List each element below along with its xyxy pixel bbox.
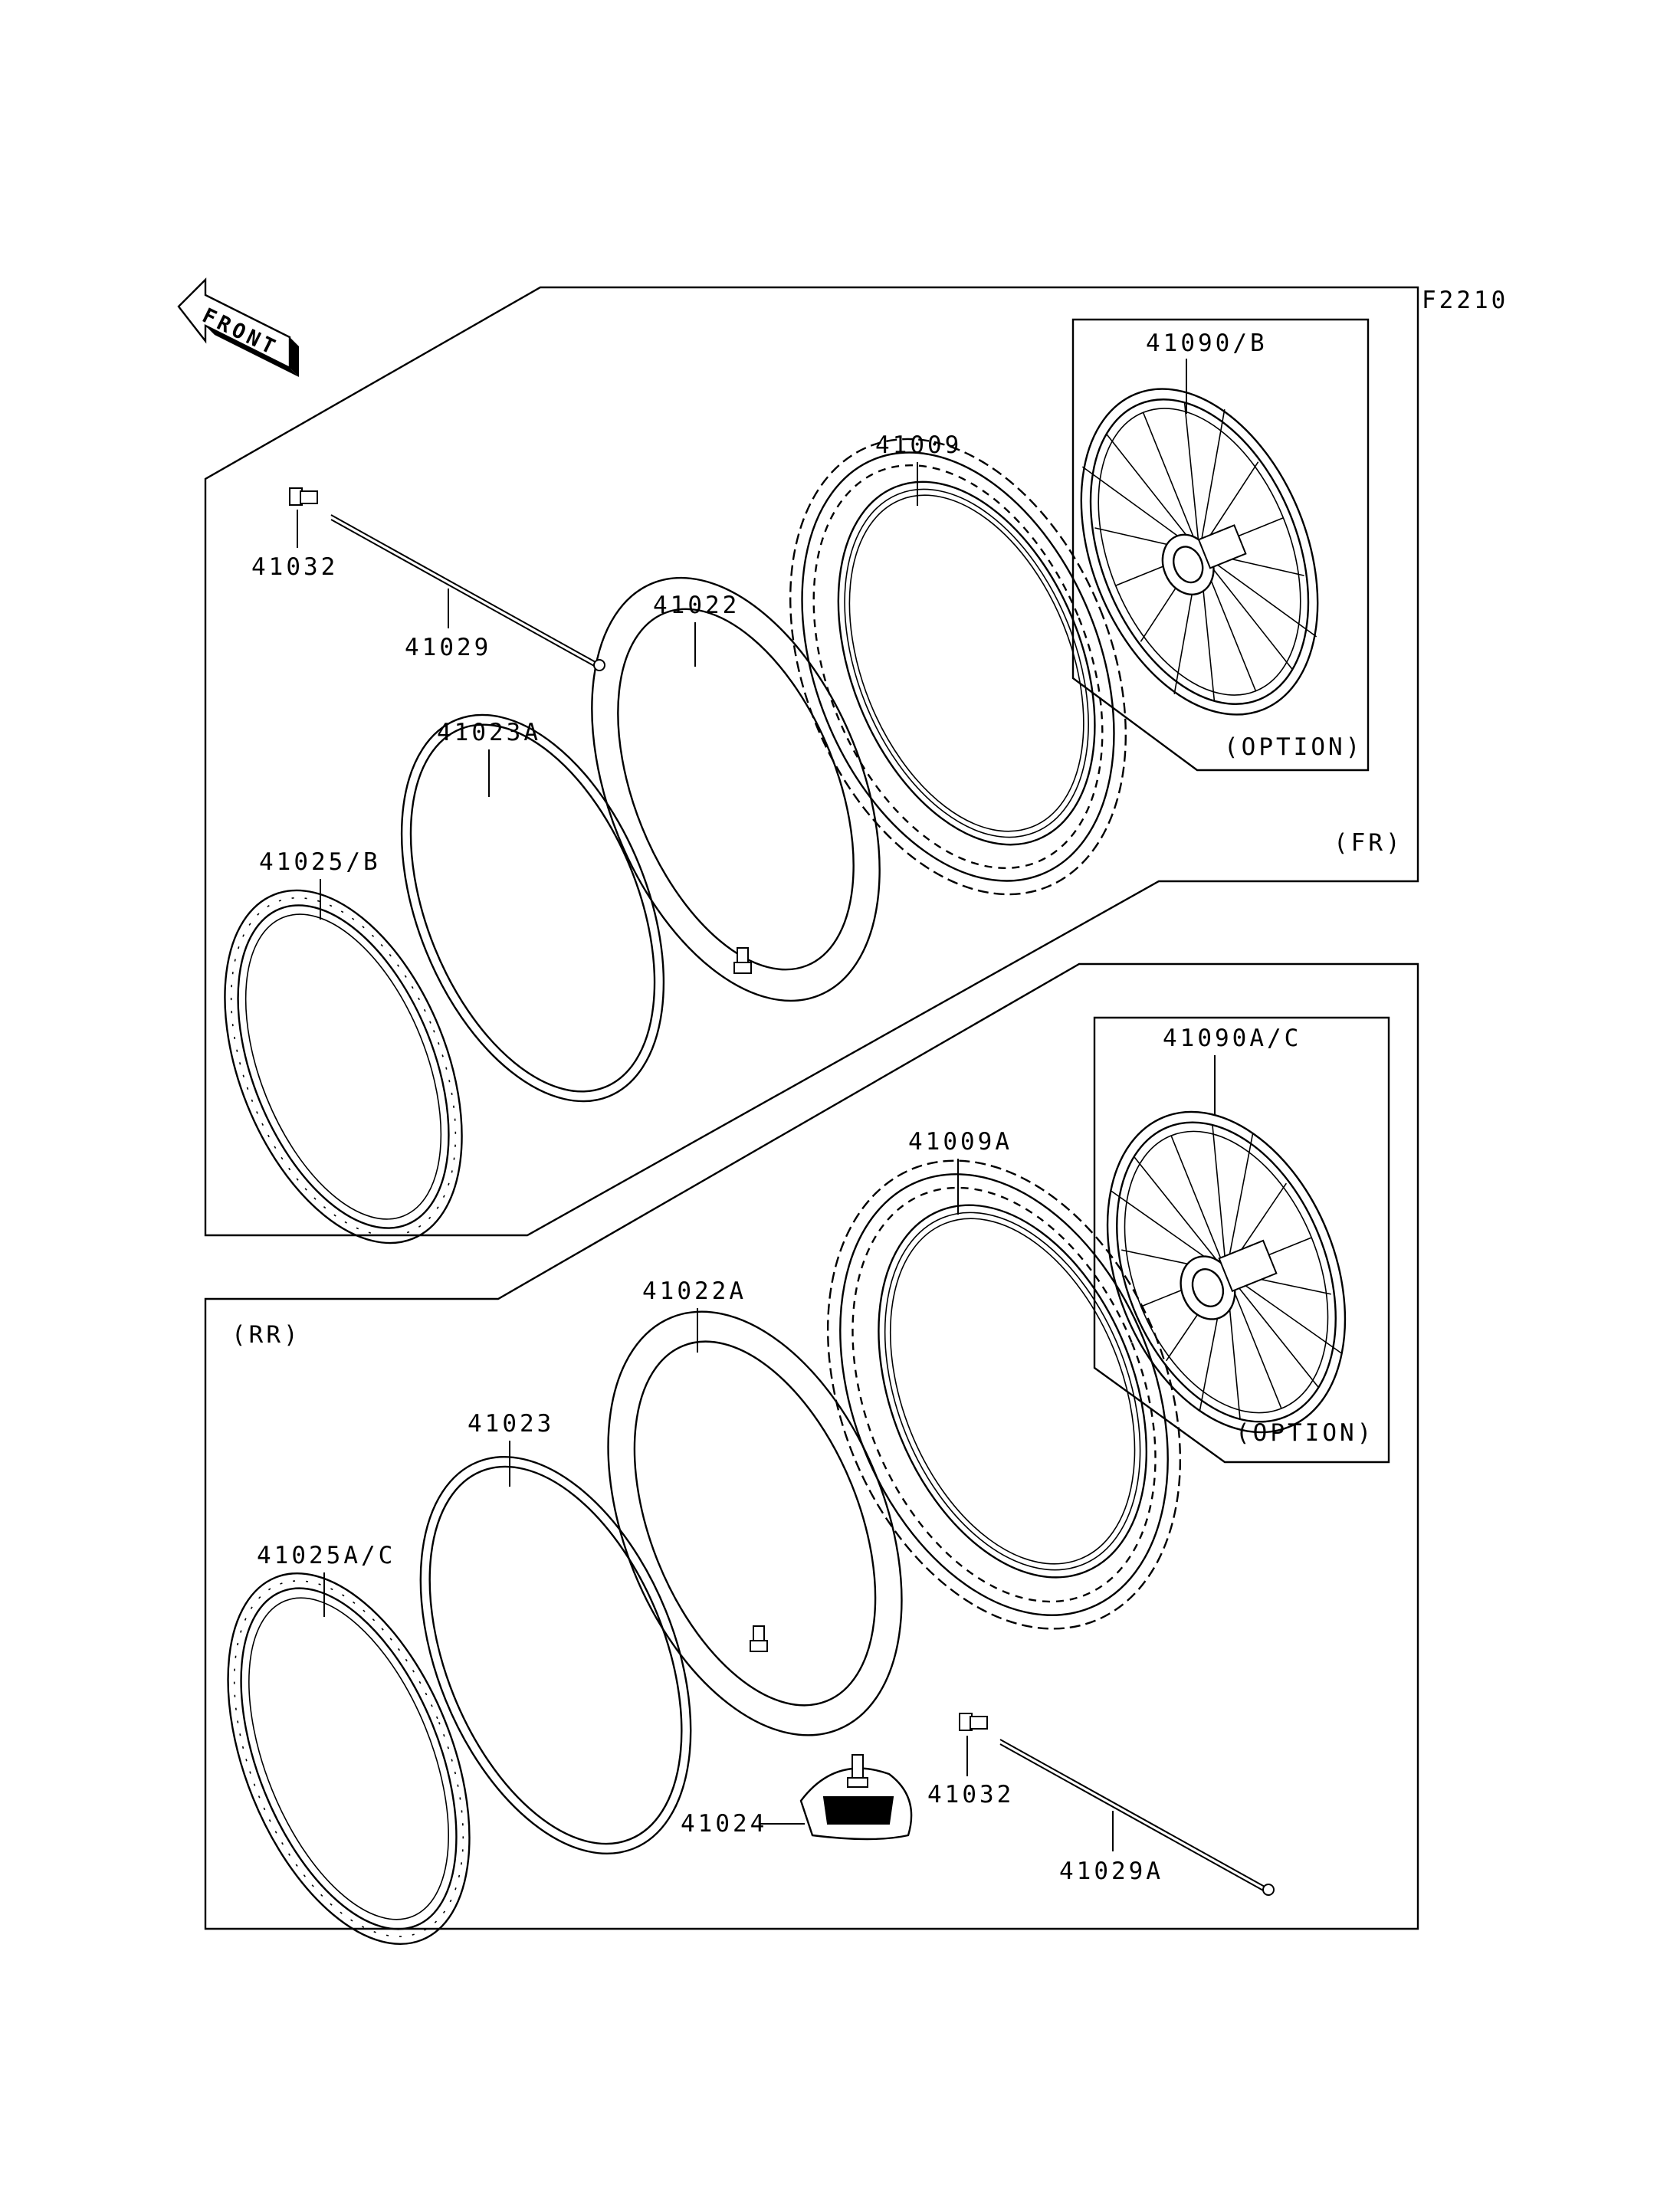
rear-section-border	[204, 962, 1419, 1930]
front-tire	[789, 438, 1127, 896]
front-nipple-label: 41032	[251, 553, 338, 581]
rear-tire-label: 41009A	[908, 1128, 1012, 1156]
front-spoke	[330, 514, 605, 671]
front-section: (FR) (OPTION)	[204, 286, 1419, 1244]
front-rim-band-label: 41023A	[437, 719, 541, 746]
rear-wheel-assembly	[1106, 1110, 1347, 1434]
rear-nipple	[959, 1713, 988, 1731]
rear-nipple-label: 41032	[927, 1781, 1014, 1808]
rear-tire	[826, 1159, 1182, 1630]
front-rim	[224, 889, 463, 1244]
rear-section-label: (RR)	[231, 1321, 301, 1349]
rear-spoke-label: 41029A	[1059, 1858, 1163, 1885]
front-arrow: FRONT	[177, 277, 299, 377]
front-tube	[591, 576, 881, 1002]
rear-tube	[607, 1310, 903, 1736]
figure-code: F2210	[1422, 287, 1508, 314]
front-wheel-assembly	[1080, 388, 1319, 716]
rear-rim-lock-label: 41024	[681, 1810, 767, 1838]
rear-section: (RR) (OPTION)	[204, 962, 1419, 1945]
rear-rim-label: 41025A/C	[257, 1542, 395, 1569]
rear-tube-valve	[750, 1625, 768, 1652]
rear-wheel-label: 41090A/C	[1163, 1025, 1301, 1052]
front-tube-label: 41022	[653, 592, 740, 619]
front-tire-label: 41009	[875, 431, 962, 459]
rear-option-box	[1093, 1016, 1390, 1464]
front-option-label: (OPTION)	[1224, 733, 1363, 761]
rear-spoke	[999, 1739, 1275, 1896]
front-rim-band	[400, 713, 665, 1103]
rear-rim	[227, 1572, 471, 1945]
rear-tube-label: 41022A	[642, 1277, 746, 1305]
front-rim-label: 41025/B	[259, 848, 381, 876]
rear-rim-band	[419, 1456, 692, 1854]
front-section-border	[204, 286, 1419, 1237]
front-section-label: (FR)	[1334, 829, 1403, 857]
rear-rim-band-label: 41023	[468, 1410, 554, 1438]
front-tube-valve	[733, 947, 752, 974]
front-spoke-label: 41029	[405, 634, 491, 661]
front-wheel-label: 41090/B	[1146, 330, 1268, 357]
front-nipple	[289, 487, 318, 506]
rear-rim-lock	[799, 1754, 913, 1841]
